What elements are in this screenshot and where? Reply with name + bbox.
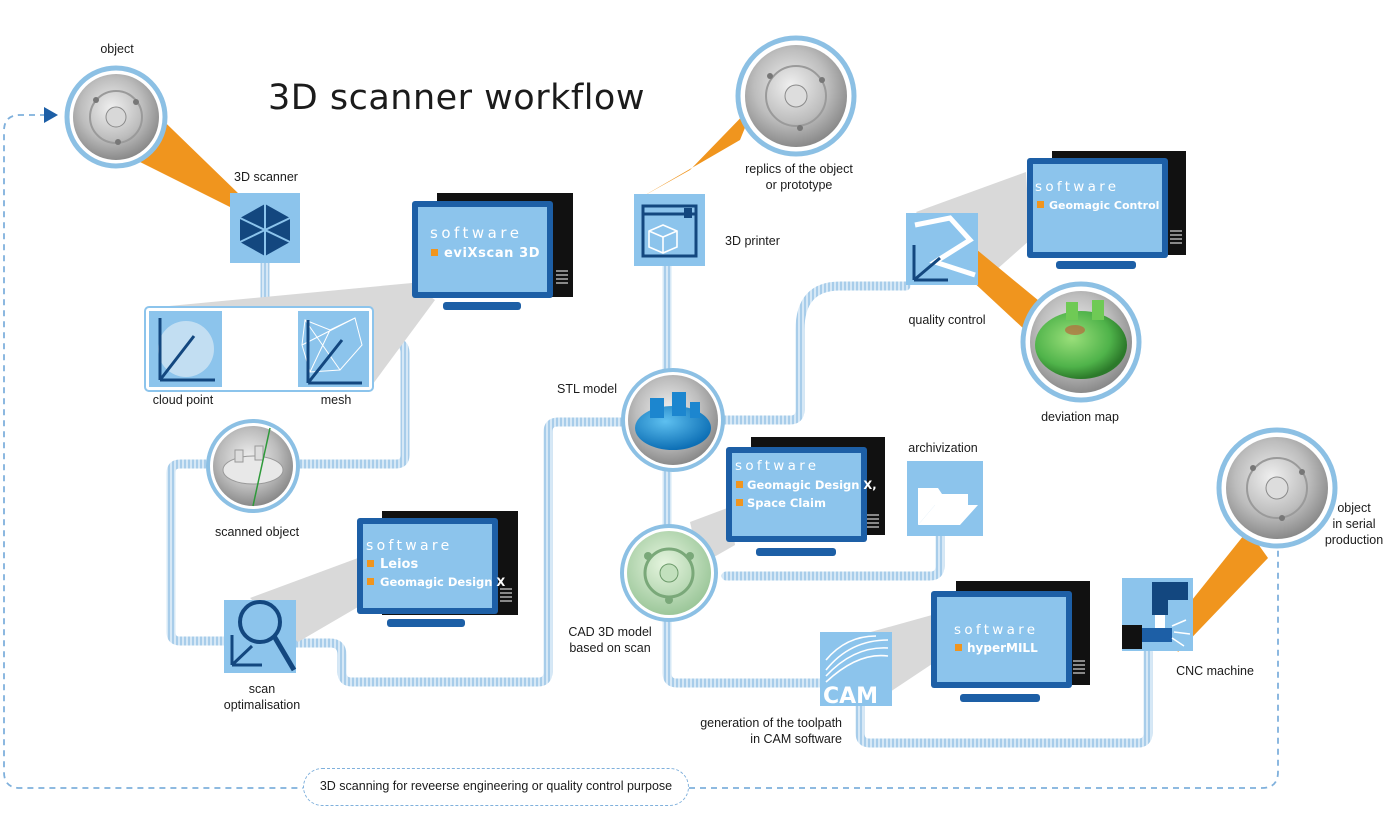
scanner-icon [230,193,300,263]
scan-optimalisation-icon [224,600,297,673]
software-item: Leios [380,557,418,572]
deviation-map-label: deviation map [1041,410,1119,424]
scan-label: scan [248,682,276,696]
cad-label-1: CAD 3D model [568,625,652,639]
cloud-mesh-panel [144,306,374,392]
stl-model-circle [621,368,725,472]
stl-model-label: STL model [557,382,617,396]
process-paths [166,257,1153,748]
software-item: Geomagic Design X, [747,478,877,492]
prototype-label: or prototype [765,178,833,192]
cnc-machine-icon [1122,578,1193,651]
replicas-label: replics of the object [745,162,853,176]
purpose-note: 3D scanning for reveerse engineering or … [303,768,689,806]
monitor-leios: software Leios Geomagic Design X [357,511,518,627]
mesh-label: mesh [320,393,352,407]
replicas-circle [735,35,857,157]
serial-label-3: production [1324,533,1384,547]
cad-model-circle [620,524,718,622]
cam-label: CAM [823,684,878,709]
software-item: eviXscan 3D [444,246,540,261]
quality-control-label: quality control [908,313,986,327]
cad-label-2: based on scan [569,641,651,655]
archivization-icon [907,461,983,536]
cloud-point-label: cloud point [152,393,214,407]
serial-object-circle [1216,427,1338,549]
serial-label-2: in serial [1332,517,1376,531]
software-item: Space Claim [747,496,826,510]
software-heading: software [1035,179,1119,195]
scanned-object-label: scanned object [214,525,300,539]
toolpath-label-1: generation of the toolpath [700,716,842,730]
quality-control-icon [906,213,978,285]
page-title: 3D scanner workflow [268,78,645,118]
archivization-label: archivization [908,441,978,455]
deviation-map-circle [1020,281,1142,403]
feedback-loop-line [3,114,1279,789]
printer-icon [634,194,705,266]
software-item: Geomagic Control [1049,199,1159,212]
software-item: Geomagic Design X [380,575,505,589]
monitor-geomagic-control: software Geomagic Control [1027,151,1186,269]
printer-label: 3D printer [725,234,780,248]
toolpath-label-2: in CAM software [750,732,842,746]
serial-label-1: object [1337,501,1371,515]
monitor-hypermill: software hyperMILL [931,581,1090,702]
purpose-note-text: 3D scanning for reveerse engineering or … [319,779,673,793]
monitor-evixscan: software eviXscan 3D [412,193,573,310]
cam-icon: CAM [820,632,892,709]
scanned-object-circle [206,419,300,513]
arrow-head-icon [44,107,58,123]
software-heading: software [366,538,453,554]
software-item: hyperMILL [967,641,1038,655]
software-heading: software [954,622,1038,638]
object-circle [64,65,168,169]
cnc-label: CNC machine [1176,664,1254,678]
scanner-label: 3D scanner [234,170,298,184]
optimalisation-label: optimalisation [223,698,301,712]
object-label: object [100,42,134,56]
software-heading: software [735,458,819,474]
monitor-design-x: software Geomagic Design X, Space Claim [726,437,885,556]
software-heading: software [430,224,522,242]
